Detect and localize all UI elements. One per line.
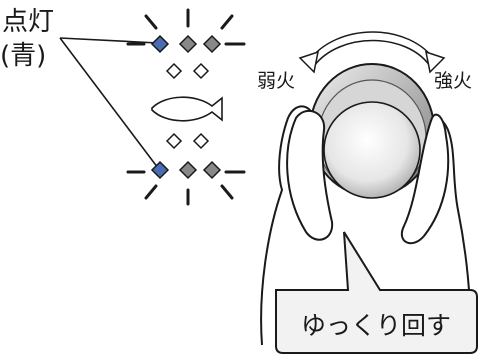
high-heat-label: 強火	[434, 70, 472, 92]
fish-icon	[152, 97, 222, 121]
knob-face	[324, 102, 420, 198]
indicator-bottom-row1-left	[167, 134, 181, 148]
low-heat-label: 弱火	[257, 70, 295, 92]
leader-line-top	[60, 38, 158, 43]
leader-line-bottom	[60, 38, 158, 168]
lit-label: 点灯	[2, 7, 54, 37]
indicator-top-center	[180, 36, 196, 52]
indicator-bottom-center	[180, 162, 196, 178]
indicator-bottom-row1-right	[194, 134, 208, 148]
indicator-top-row2-right	[194, 64, 208, 78]
instruction-text: ゆっくり回す	[301, 311, 451, 340]
indicator-bottom-right	[204, 162, 220, 178]
indicator-top-right	[204, 36, 220, 52]
lit-color-label: (青)	[0, 41, 46, 71]
indicator-group-bottom	[128, 134, 244, 204]
indicator-top-row2-left	[167, 64, 181, 78]
lit-indicator-top-left	[152, 36, 168, 52]
indicator-group-top	[128, 10, 244, 78]
instruction-callout: ゆっくり回す	[276, 232, 477, 353]
leader-lines	[60, 38, 158, 168]
